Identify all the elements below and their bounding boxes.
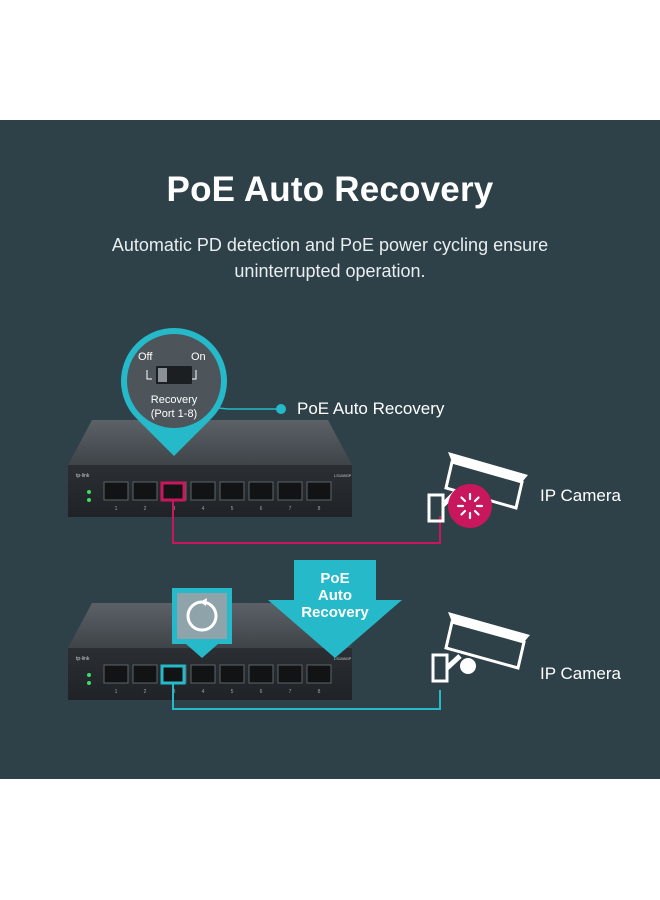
ethernet-port <box>306 664 332 684</box>
led-power <box>87 490 91 494</box>
loading-spinner-icon <box>456 492 484 520</box>
ethernet-port <box>103 664 129 684</box>
dip-switch-knob <box>158 368 167 382</box>
port-number: 4 <box>202 689 205 695</box>
ethernet-port <box>161 481 187 501</box>
port-number: 1 <box>115 506 118 512</box>
ip-camera-label-top: IP Camera <box>540 486 621 505</box>
page-subtitle: Automatic PD detection and PoE power cyc… <box>111 235 549 281</box>
model-label: LS108GP <box>334 473 352 478</box>
brand-logo-bottom: tp-link <box>76 656 90 662</box>
port-number: 1 <box>115 689 118 695</box>
model-label-bottom: LS108GP <box>334 656 352 661</box>
switch-name-label: Recovery <box>151 394 198 406</box>
port-number: 2 <box>144 689 147 695</box>
cable-faulty <box>172 500 441 544</box>
port-number: 2 <box>144 506 147 512</box>
ip-camera-label-bottom: IP Camera <box>540 664 621 683</box>
page-title: PoE Auto Recovery <box>166 170 494 209</box>
switch-ports-label: (Port 1-8) <box>151 408 197 420</box>
ethernet-port <box>132 664 158 684</box>
ethernet-port <box>190 481 216 501</box>
arrow-text-line3: Recovery <box>301 604 369 621</box>
camera-bottom <box>431 612 530 683</box>
port-number: 7 <box>289 506 292 512</box>
camera-lens <box>460 658 476 674</box>
ethernet-port <box>190 664 216 684</box>
arrow-text-line1: PoE <box>320 570 349 587</box>
camera-body <box>444 460 524 510</box>
port-number: 3 <box>173 506 176 512</box>
fault-indicator-icon <box>448 484 492 528</box>
ethernet-port <box>132 481 158 501</box>
switch-on-label: On <box>191 351 206 363</box>
ethernet-port <box>306 481 332 501</box>
port-group-bottom: 1 2 3 4 5 6 7 8 <box>103 664 332 695</box>
switch-bottom: tp-link LS108GP 1 2 3 4 5 6 7 8 <box>68 603 352 700</box>
ethernet-port <box>248 664 274 684</box>
ethernet-port <box>161 664 187 684</box>
switch-top: tp-link LS108GP 1 2 3 4 5 6 7 8 <box>68 420 352 517</box>
camera-top <box>427 452 528 528</box>
recovery-inset <box>172 588 232 658</box>
port-group-top: 1 2 3 4 5 6 7 8 <box>103 481 332 512</box>
arrow-text-line2: Auto <box>318 587 352 604</box>
down-arrow-shape <box>268 560 402 658</box>
port-number: 6 <box>260 689 263 695</box>
auto-recovery-arrow: PoE Auto Recovery <box>268 560 402 658</box>
port-number: 8 <box>318 689 321 695</box>
ethernet-port <box>219 481 245 501</box>
port-number: 5 <box>231 506 234 512</box>
port-number: 6 <box>260 506 263 512</box>
recovery-switch-callout: Off On Recovery (Port 1-8) <box>121 328 286 456</box>
switch-off-label: Off <box>138 351 153 363</box>
port-number: 5 <box>231 689 234 695</box>
ethernet-port <box>277 481 303 501</box>
port-number: 3 <box>173 689 176 695</box>
port-number: 8 <box>318 506 321 512</box>
brand-logo: tp-link <box>76 473 90 479</box>
camera-mount-bottom <box>431 653 449 683</box>
switch-top-lid <box>68 420 352 465</box>
ethernet-port <box>248 481 274 501</box>
port-number: 7 <box>289 689 292 695</box>
port-number: 4 <box>202 506 205 512</box>
callout-dot <box>276 404 286 414</box>
led-status <box>87 498 91 502</box>
ethernet-port <box>103 481 129 501</box>
ethernet-port <box>277 664 303 684</box>
camera-mount <box>427 493 445 523</box>
cable-recovered <box>172 683 441 710</box>
poe-auto-recovery-label: PoE Auto Recovery <box>297 399 445 418</box>
ethernet-port <box>219 664 245 684</box>
